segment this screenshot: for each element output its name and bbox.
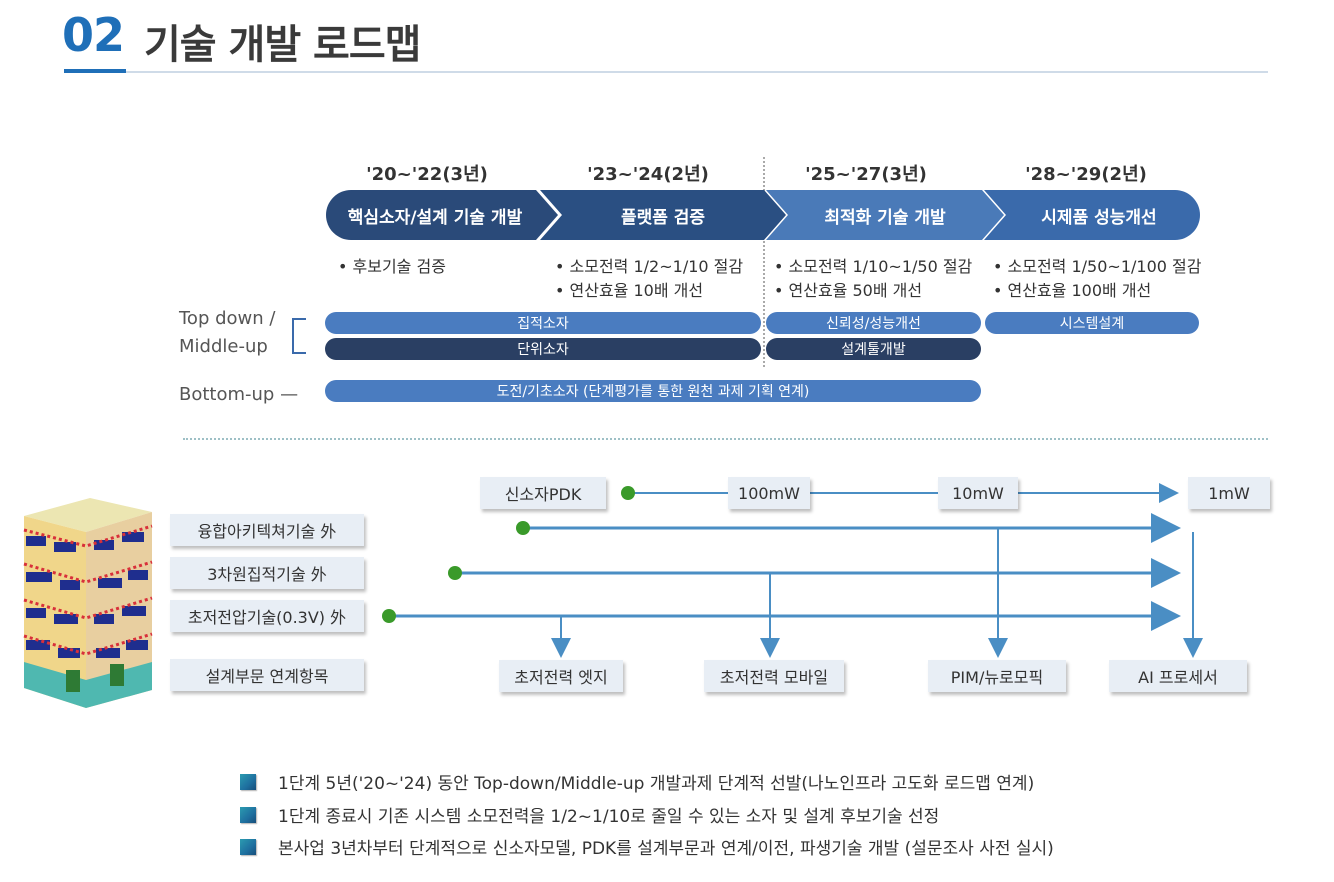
bullet-text: 1단계 종료시 기존 시스템 소모전력을 1/2~1/10로 줄일 수 있는 소…: [278, 807, 940, 827]
tech-box-design-link: 설계부문 연계항목: [170, 659, 364, 691]
top-down-label: Top down /: [179, 308, 276, 329]
timeline-start-dot: [621, 486, 635, 500]
period-label-4: '28~'29(2년): [1025, 164, 1147, 185]
header-rule: [126, 71, 1268, 73]
bar-unit-device: 단위소자: [325, 338, 761, 360]
app-box-edge: 초저전력 엣지: [499, 660, 623, 692]
bullet-square-icon: [240, 838, 256, 855]
section-number: 02: [62, 8, 125, 62]
phase-2-detail-line: • 연산효율 10배 개선: [555, 281, 704, 300]
bar-challenge: 도전/기초소자 (단계평가를 통한 원천 과제 기획 연계): [325, 380, 981, 402]
phase-4-detail-line: • 연산효율 100배 개선: [993, 281, 1152, 300]
app-box-pim: PIM/뉴로모픽: [928, 660, 1066, 692]
bullet-text: 본사업 3년차부터 단계적으로 신소자모델, PDK를 설계부문과 연계/이전,…: [278, 839, 1054, 859]
section-separator: [183, 438, 1268, 440]
tech-box-low-voltage: 초저전압기술(0.3V) 外: [170, 600, 364, 632]
app-box-ai: AI 프로세서: [1109, 660, 1247, 692]
approach-bracket: [292, 318, 306, 354]
phase-4-detail: • 소모전력 1/50~1/100 절감 • 연산효율 100배 개선: [993, 255, 1201, 303]
milestone-1mw: 1mW: [1188, 477, 1270, 509]
bullet-item-1: 1단계 5년('20~'24) 동안 Top-down/Middle-up 개발…: [240, 769, 1034, 794]
phase-4-detail-line: • 소모전력 1/50~1/100 절감: [993, 257, 1202, 276]
tech-box-3d-integration: 3차원집적기술 外: [170, 557, 364, 589]
milestone-100mw: 100mW: [728, 477, 810, 509]
bullet-square-icon: [240, 773, 256, 790]
milestone-10mw: 10mW: [938, 477, 1018, 509]
tech-3-start-dot: [382, 609, 396, 623]
phase-1: 핵심소자/설계 기술 개발: [326, 190, 558, 240]
page-title: 기술 개발 로드맵: [144, 22, 421, 68]
period-label-1: '20~'22(3년): [366, 164, 488, 185]
phase-3-detail-line: • 연산효율 50배 개선: [774, 281, 923, 300]
section-number-underline: [64, 69, 126, 73]
tech-2-start-dot: [448, 566, 462, 580]
phase-4: 시제품 성능개선: [984, 190, 1200, 240]
tech-box-architecture: 융합아키텍쳐기술 外: [170, 514, 364, 546]
bar-reliability: 신뢰성/성능개선: [766, 312, 981, 334]
phase-3-detail-line: • 소모전력 1/10~1/50 절감: [774, 257, 973, 276]
phase-2-detail-line: • 소모전력 1/2~1/10 절감: [555, 257, 744, 276]
bottom-up-label: Bottom-up —: [179, 384, 299, 405]
phase-separator: [763, 157, 765, 367]
phase-3: 최적화 기술 개발: [766, 190, 1004, 240]
phase-3-detail: • 소모전력 1/10~1/50 절감 • 연산효율 50배 개선: [774, 255, 972, 303]
period-label-2: '23~'24(2년): [587, 164, 709, 185]
phase-1-detail-line: • 후보기술 검증: [338, 257, 446, 276]
period-label-3: '25~'27(3년): [805, 164, 927, 185]
bar-system-design: 시스템설계: [985, 312, 1199, 334]
bar-integrated-device: 집적소자: [325, 312, 761, 334]
phase-2: 플랫폼 검증: [540, 190, 786, 240]
chip-stack-illustration: [23, 498, 153, 708]
bullet-item-3: 본사업 3년차부터 단계적으로 신소자모델, PDK를 설계부문과 연계/이전,…: [240, 834, 1054, 859]
tech-1-start-dot: [516, 521, 530, 535]
bullet-square-icon: [240, 806, 256, 823]
phase-2-detail: • 소모전력 1/2~1/10 절감 • 연산효율 10배 개선: [555, 255, 743, 303]
phase-1-detail: • 후보기술 검증: [338, 255, 446, 279]
bar-design-tool: 설계툴개발: [766, 338, 981, 360]
bullet-text: 1단계 5년('20~'24) 동안 Top-down/Middle-up 개발…: [278, 774, 1035, 794]
middle-up-label: Middle-up: [179, 336, 268, 357]
pdk-box: 신소자PDK: [480, 477, 606, 509]
app-box-mobile: 초저전력 모바일: [704, 660, 844, 692]
bullet-item-2: 1단계 종료시 기존 시스템 소모전력을 1/2~1/10로 줄일 수 있는 소…: [240, 802, 939, 827]
